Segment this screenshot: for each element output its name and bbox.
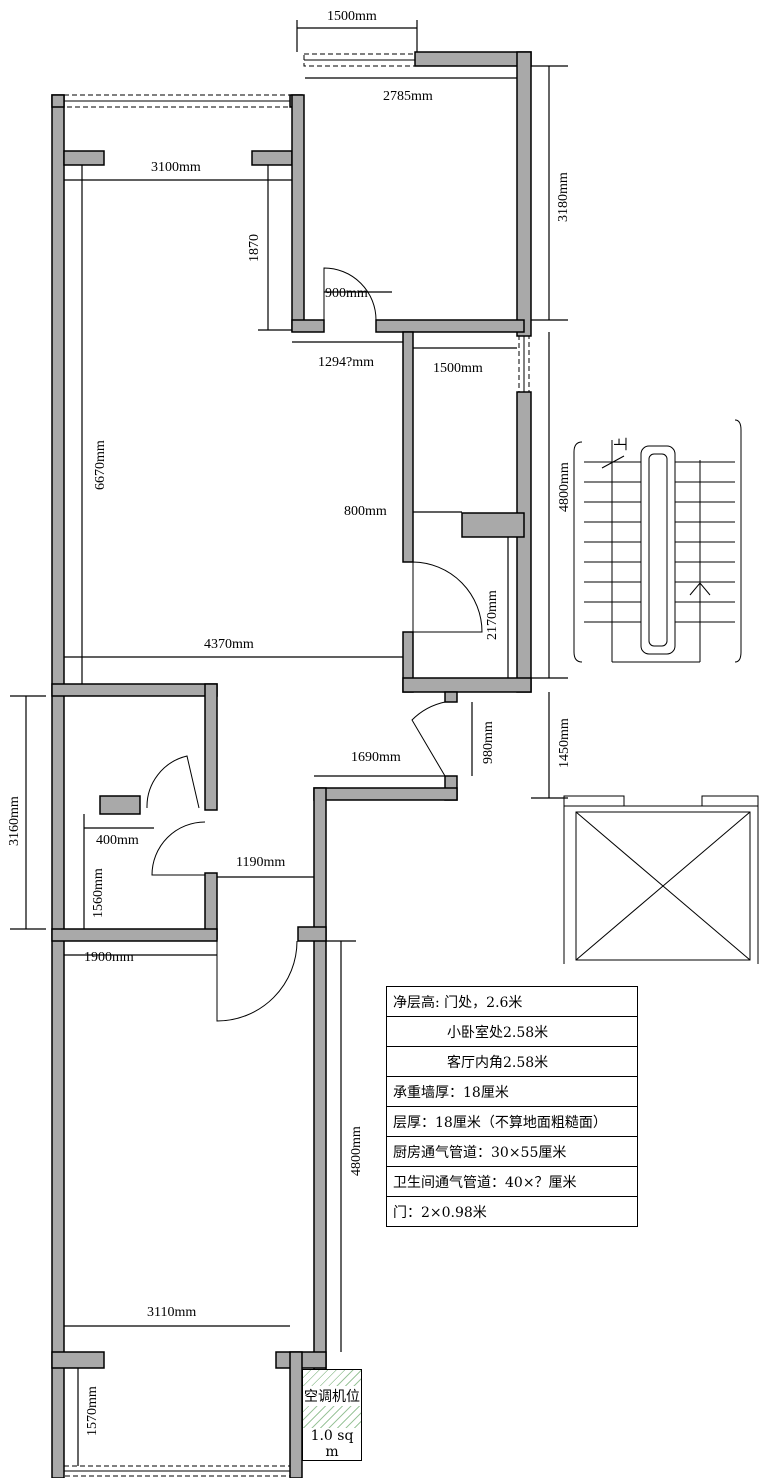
corridor-wall xyxy=(444,691,458,703)
corridor-wall xyxy=(313,787,458,801)
note-row: 小卧室处2.58米 xyxy=(386,1016,638,1047)
note-row: 层厚：18厘米（不算地面粗糙面） xyxy=(386,1106,638,1137)
dim-3180: 3180mm xyxy=(556,172,571,222)
dim-1900: 1900mm xyxy=(84,950,134,965)
door-entrance xyxy=(411,701,446,777)
dim-3160: 3160mm xyxy=(7,796,22,846)
dim-1500-mid: 1500mm xyxy=(433,361,483,376)
dim-800: 800mm xyxy=(344,504,387,519)
note-row: 承重墙厚：18厘米 xyxy=(386,1076,638,1107)
dim-3100: 3100mm xyxy=(151,160,201,175)
dim-4800-right: 4800mm xyxy=(557,462,572,512)
dim-980: 980mm xyxy=(481,721,496,764)
note-row: 厨房通气管道：30×55厘米 xyxy=(386,1136,638,1167)
right-wall xyxy=(516,391,532,693)
window-pier xyxy=(51,94,65,108)
doors xyxy=(146,267,483,1022)
lower-door-pier xyxy=(297,926,327,942)
bedroom-bottom-wall xyxy=(291,319,325,333)
walls xyxy=(51,51,532,1478)
windows xyxy=(63,53,530,1477)
ac-unit-position: 空调机位 1.0 sq m xyxy=(302,1369,362,1461)
dim-4800-lower: 4800mm xyxy=(349,1126,364,1176)
dim-2170: 2170mm xyxy=(485,590,500,640)
wall-stub xyxy=(251,150,293,166)
note-row: 卫生间通气管道：40×？厘米 xyxy=(386,1166,638,1197)
elevator xyxy=(563,795,759,964)
ac-unit-title: 空调机位 xyxy=(303,1386,361,1406)
dimension-labels: 1500mm 2785mm 3100mm 3180mm 1870 900mm 1… xyxy=(7,9,572,1436)
wall-stub xyxy=(51,1351,105,1369)
wall-stub xyxy=(63,150,105,166)
staircase: 上 xyxy=(573,419,742,663)
dim-1570: 1570mm xyxy=(85,1386,100,1436)
kitchen-bottom-wall xyxy=(402,677,532,693)
notes-table: 净层高: 门处，2.6米 小卧室处2.58米 客厅内角2.58米 承重墙厚：18… xyxy=(386,986,638,1227)
dim-1294: 1294?mm xyxy=(318,355,374,370)
stair-up-label: 上 xyxy=(614,437,630,451)
note-row: 客厅内角2.58米 xyxy=(386,1046,638,1077)
dim-2785: 2785mm xyxy=(383,89,433,104)
bathroom-bottom-wall xyxy=(51,928,218,942)
bedroom-left-wall xyxy=(291,94,305,332)
kitchen-shaft xyxy=(461,512,525,538)
door-bedroom xyxy=(323,267,377,321)
left-outer-wall xyxy=(51,94,65,1478)
bathroom-fixture xyxy=(99,795,141,815)
dim-1870: 1870 xyxy=(247,234,262,262)
note-row: 门：2×0.98米 xyxy=(386,1196,638,1227)
dim-1450: 1450mm xyxy=(557,718,572,768)
lower-right-wall xyxy=(313,787,327,1371)
note-row: 净层高: 门处，2.6米 xyxy=(386,986,638,1017)
dim-4370: 4370mm xyxy=(204,637,254,652)
door-bathroom-1 xyxy=(146,755,200,809)
bathroom-right-wall xyxy=(204,683,218,811)
dimension-lines xyxy=(10,20,568,1466)
bathroom-top-wall xyxy=(51,683,218,697)
bedroom-bottom-wall xyxy=(375,319,525,333)
dim-400: 400mm xyxy=(96,833,139,848)
bedroom-right-wall xyxy=(516,51,532,337)
kitchen-left-wall xyxy=(402,331,414,563)
ac-unit-area: 1.0 sq m xyxy=(303,1428,361,1460)
door-bathroom-2 xyxy=(151,821,206,876)
dim-1500-top: 1500mm xyxy=(327,9,377,24)
bedroom-top-wall xyxy=(414,51,532,67)
dim-6670: 6670mm xyxy=(93,440,108,490)
door-kitchen xyxy=(412,561,483,633)
door-lower-bedroom xyxy=(216,940,298,1022)
dim-1690: 1690mm xyxy=(351,750,401,765)
lower-right-wall xyxy=(289,1351,303,1478)
dim-900: 900mm xyxy=(325,286,368,301)
dim-1190: 1190mm xyxy=(236,855,285,870)
dim-1560: 1560mm xyxy=(91,868,106,918)
dim-3110: 3110mm xyxy=(147,1305,196,1320)
